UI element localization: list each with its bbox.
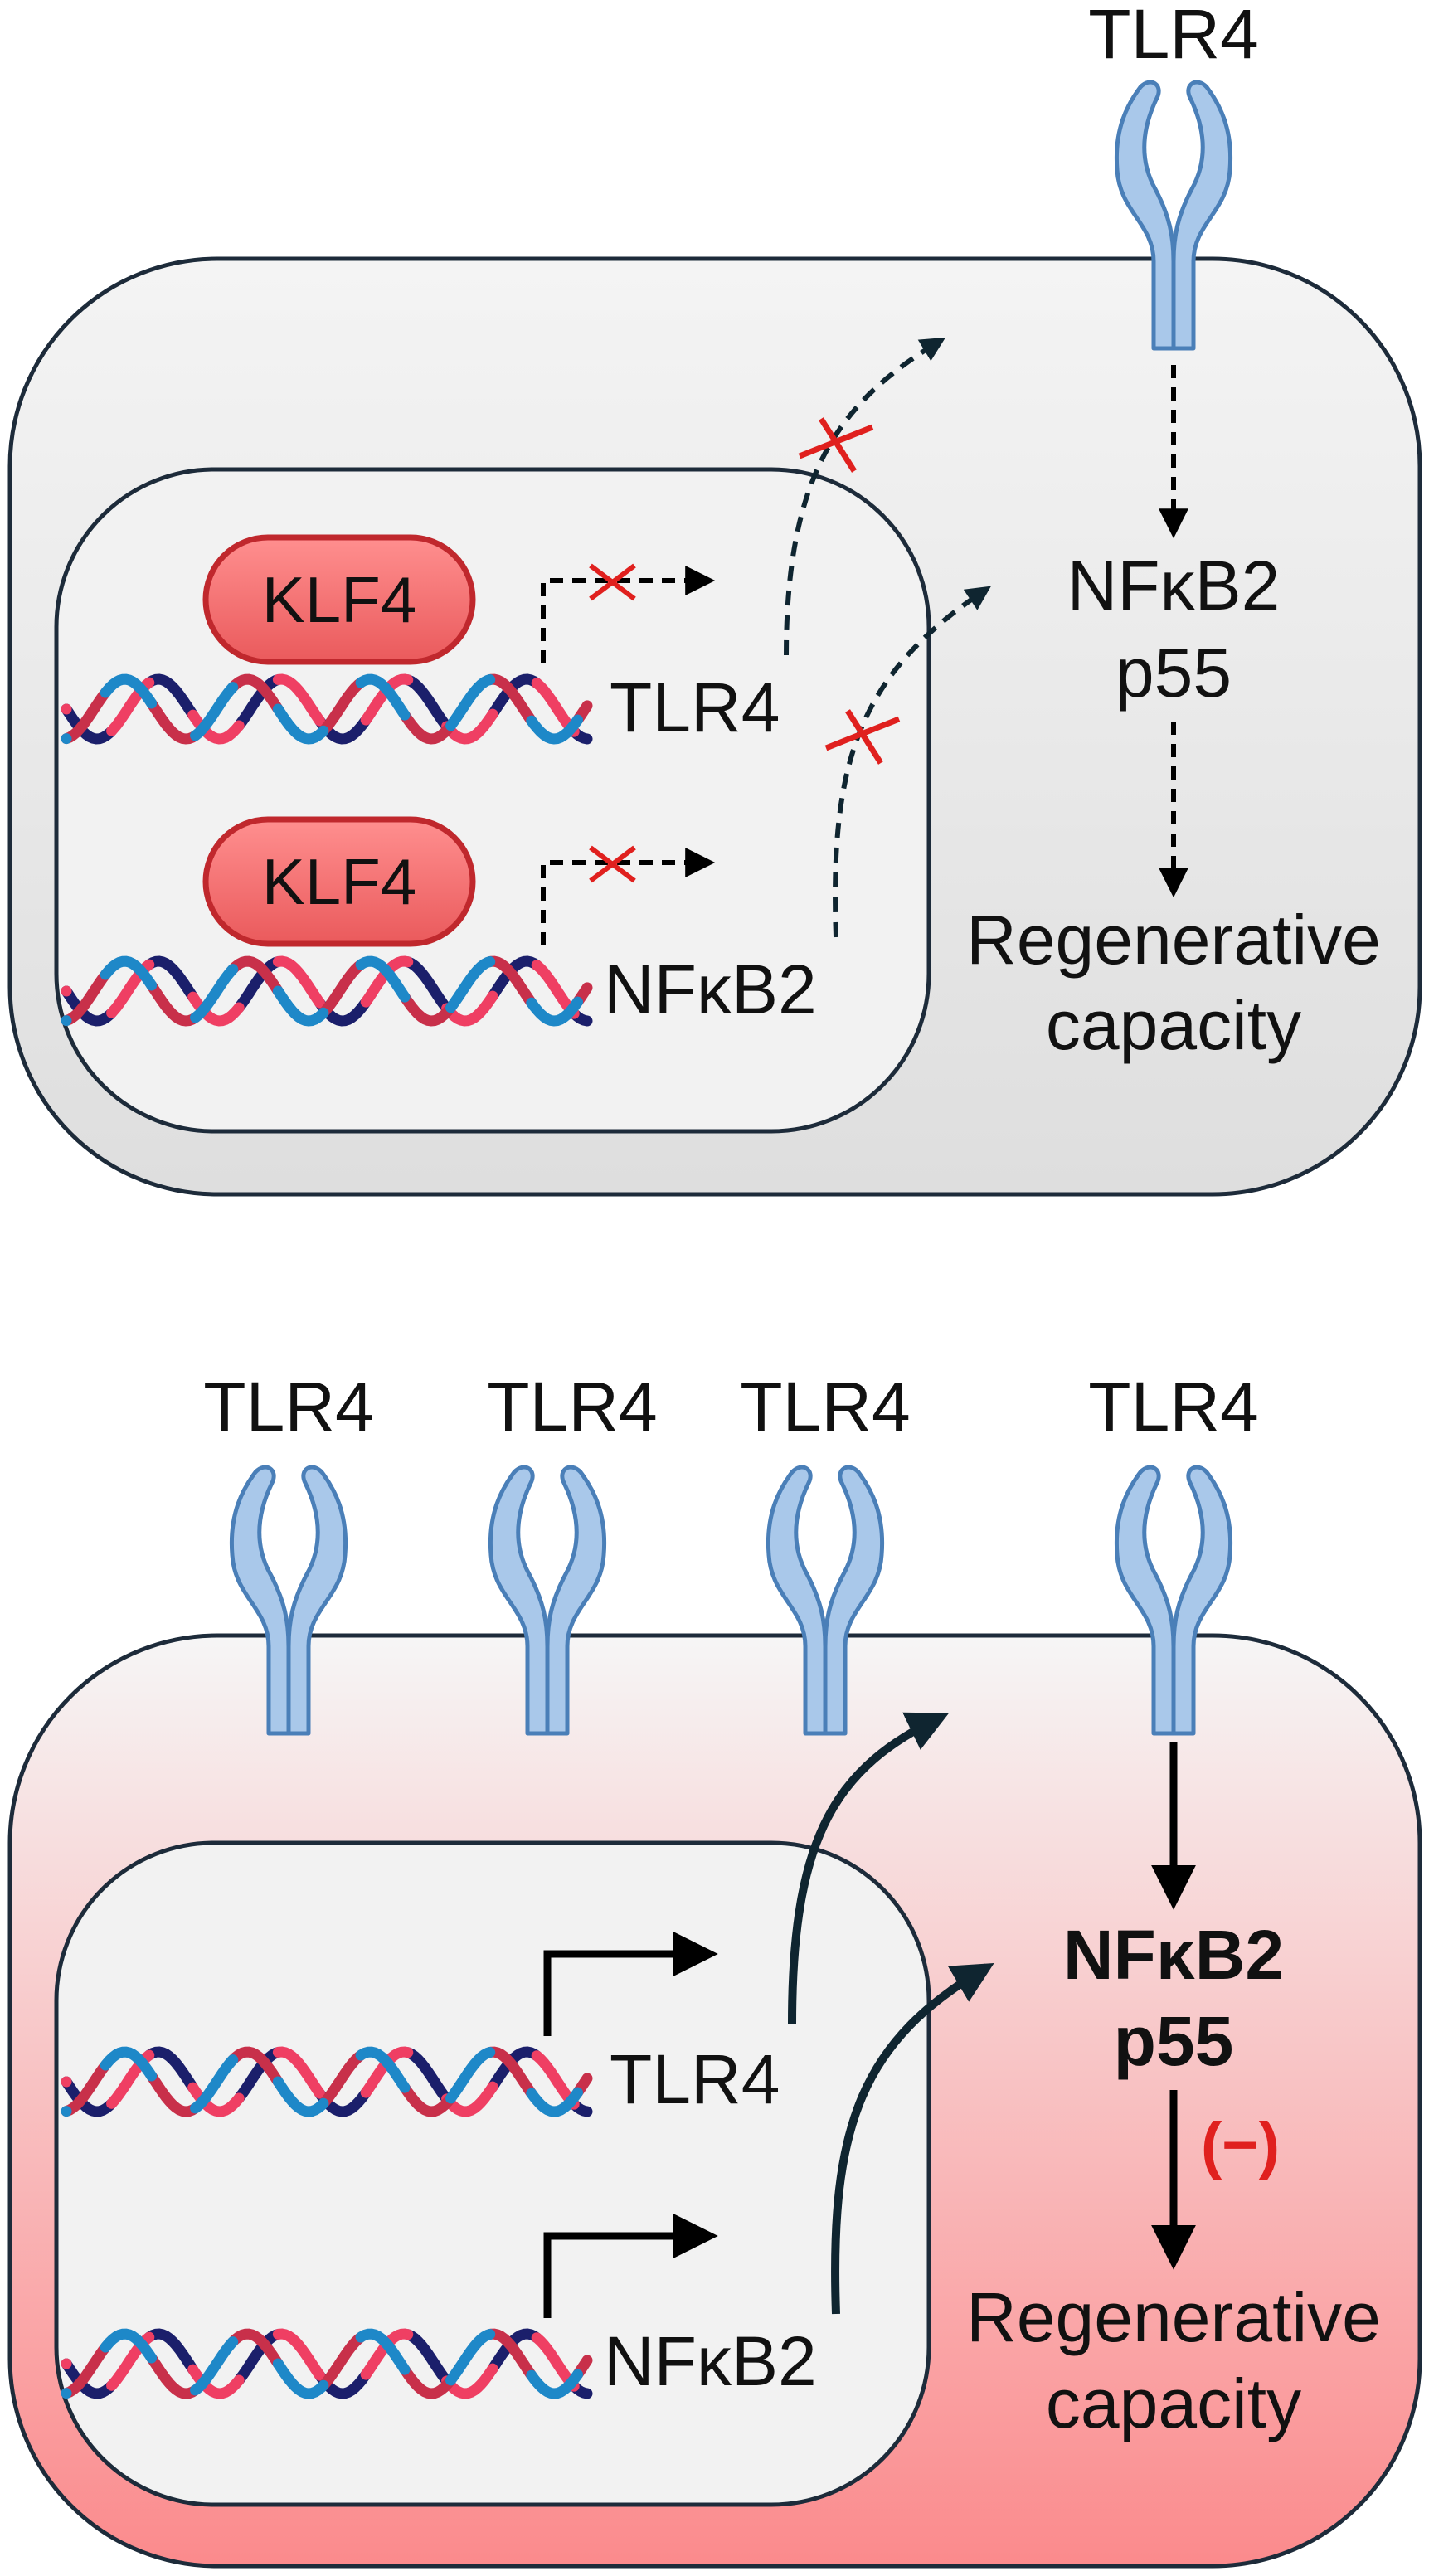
receptor-right-arm xyxy=(1171,1465,1233,1736)
top-block-x-icon-2 xyxy=(589,845,636,883)
receptor-left-arm xyxy=(1114,1465,1176,1736)
bottom-gene-label-tlr4: TLR4 xyxy=(610,2040,780,2118)
top-klf4-pill-2 xyxy=(202,816,476,947)
bottom-gene-label-nfkb2: NFκB2 xyxy=(604,2322,817,2400)
bottom-tlr4-receptor-icon-2 xyxy=(488,1465,607,1736)
top-receptor-label: TLR4 xyxy=(1088,0,1258,73)
receptor-left-arm xyxy=(229,1465,291,1736)
top-outcome-line2: capacity xyxy=(1046,986,1301,1064)
dna-strand-1-b xyxy=(61,2046,593,2117)
bottom-effect-sign: (−) xyxy=(1201,2110,1280,2180)
top-gene-label-nfkb2: NFκB2 xyxy=(604,950,817,1028)
top-transcription-arrow-tlr4 xyxy=(541,566,716,663)
top-dna-helix-nfkb2-icon xyxy=(61,955,593,1027)
bottom-receptor-label-1: TLR4 xyxy=(203,1368,373,1446)
bottom-tlr4-receptor-icon-1 xyxy=(229,1465,348,1736)
bottom-tlr4-receptor-icon-4 xyxy=(1114,1465,1233,1736)
receptor-right-arm xyxy=(823,1465,885,1736)
top-transcription-arrow-nfkb2 xyxy=(541,848,716,945)
bottom-transcription-arrow-nfkb2 xyxy=(543,2214,718,2318)
bottom-transcription-arrow-tlr4 xyxy=(543,1932,718,2036)
top-dna-helix-tlr4-icon xyxy=(61,673,593,745)
bottom-dna-helix-nfkb2-icon xyxy=(61,2328,593,2399)
top-block-x-icon-1 xyxy=(589,563,636,601)
top-pathway-subunit: p55 xyxy=(1115,634,1232,712)
top-block-x-icon-4 xyxy=(824,709,901,765)
dna-strand-1-b xyxy=(61,955,593,1027)
bottom-pathway-subunit: p55 xyxy=(1114,2002,1234,2080)
dna-strand-2-b xyxy=(61,2046,593,2117)
bottom-receptor-label-2: TLR4 xyxy=(487,1368,657,1446)
top-gene-label-tlr4: TLR4 xyxy=(610,668,780,746)
bottom-receptor-label-3: TLR4 xyxy=(740,1368,910,1446)
bottom-pathway-protein: NFκB2 xyxy=(1063,1916,1284,1994)
dna-strand-2-b xyxy=(61,955,593,1027)
top-block-x-icon-3 xyxy=(798,417,874,473)
receptor-right-arm xyxy=(545,1465,607,1736)
dna-strand-1-b xyxy=(61,673,593,745)
top-klf4-label-2: KLF4 xyxy=(262,845,416,918)
top-klf4-label-1: KLF4 xyxy=(262,563,416,636)
top-panel: TLR4 KLF4 KLF4 TLR4 NFκB2 NFκB2 xyxy=(7,0,1422,1197)
dna-strand-2-b xyxy=(61,673,593,745)
bottom-outcome-line1: Regenerative xyxy=(966,2278,1381,2356)
dna-strand-1-b xyxy=(61,2328,593,2399)
bottom-outcome-line2: capacity xyxy=(1046,2365,1301,2442)
top-klf4-pill-1 xyxy=(202,534,476,665)
top-nucleus xyxy=(54,467,931,1134)
top-tlr4-receptor-icon xyxy=(1114,80,1233,351)
bottom-export-arrow-nfkb2 xyxy=(831,1962,994,2315)
dna-strand-2-b xyxy=(61,2328,593,2399)
bottom-receptor-label-4: TLR4 xyxy=(1088,1368,1258,1446)
top-pathway-protein: NFκB2 xyxy=(1067,547,1281,625)
bottom-tlr4-receptor-icon-3 xyxy=(766,1465,885,1736)
top-outcome-line1: Regenerative xyxy=(966,901,1381,979)
bottom-export-arrow-tlr4 xyxy=(788,1712,950,2024)
bottom-dna-helix-tlr4-icon xyxy=(61,2046,593,2117)
receptor-left-arm xyxy=(488,1465,550,1736)
bottom-panel: TLR4 TLR4 TLR4 TLR4 TLR4 NFκB2 NFκB2 p55… xyxy=(7,1368,1422,2569)
receptor-left-arm xyxy=(766,1465,828,1736)
receptor-right-arm xyxy=(286,1465,348,1736)
